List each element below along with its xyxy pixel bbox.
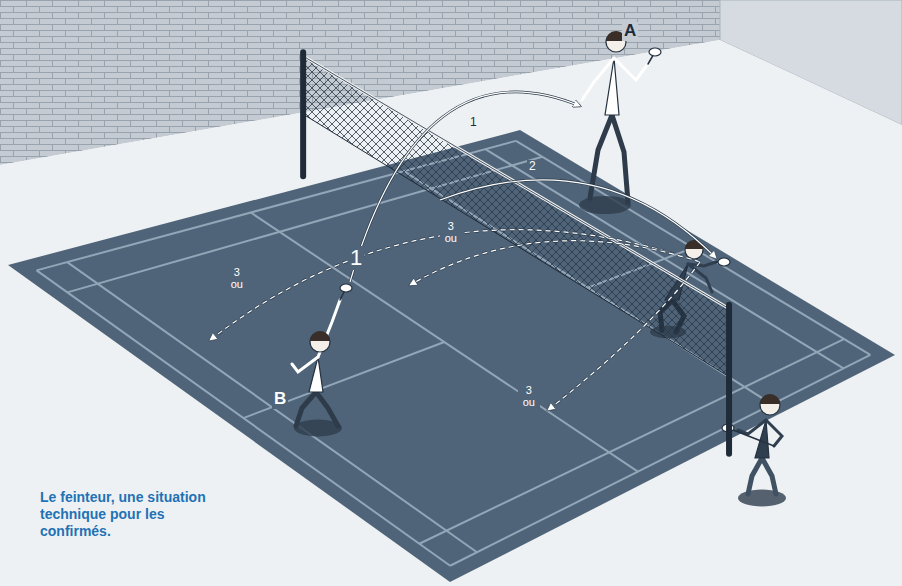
ground: [0, 40, 902, 586]
callout-number: 3 ou: [440, 220, 462, 244]
players: [292, 31, 786, 506]
trajectories: [210, 92, 716, 410]
player-letter: B: [272, 390, 288, 409]
net-tape: [303, 56, 729, 309]
net: [303, 52, 729, 454]
trajectory-shadow: [548, 262, 700, 410]
callout-number: 1: [348, 246, 364, 270]
shadow: [738, 490, 786, 507]
callout-number: 1: [468, 116, 479, 129]
shuttle-trajectory: [210, 230, 700, 340]
net-post: [300, 52, 306, 176]
court-line: [243, 342, 444, 418]
trajectory-shadow: [410, 241, 700, 285]
trajectory-shadow: [210, 230, 700, 340]
shuttle-trajectory: [410, 241, 700, 285]
callout-number: 3 ou: [518, 384, 540, 408]
shadow: [579, 196, 631, 214]
net-post: [726, 305, 732, 454]
player-figure: [292, 284, 352, 426]
trajectory-shadow: [350, 92, 580, 282]
callout-number: 2: [527, 160, 538, 173]
player-figure: [582, 31, 661, 202]
court-line: [450, 355, 870, 566]
shuttle-trajectory: [440, 180, 716, 258]
callout-number: 3 ou: [226, 266, 248, 290]
net-mesh: [303, 56, 729, 377]
player-letter: A: [622, 22, 638, 41]
court-line: [419, 339, 844, 544]
shuttle-trajectory: [350, 92, 580, 282]
shuttle-trajectory: [548, 262, 700, 410]
caption: Le feinteur, une situation technique pou…: [40, 489, 212, 540]
trajectory-shadow: [440, 180, 716, 258]
